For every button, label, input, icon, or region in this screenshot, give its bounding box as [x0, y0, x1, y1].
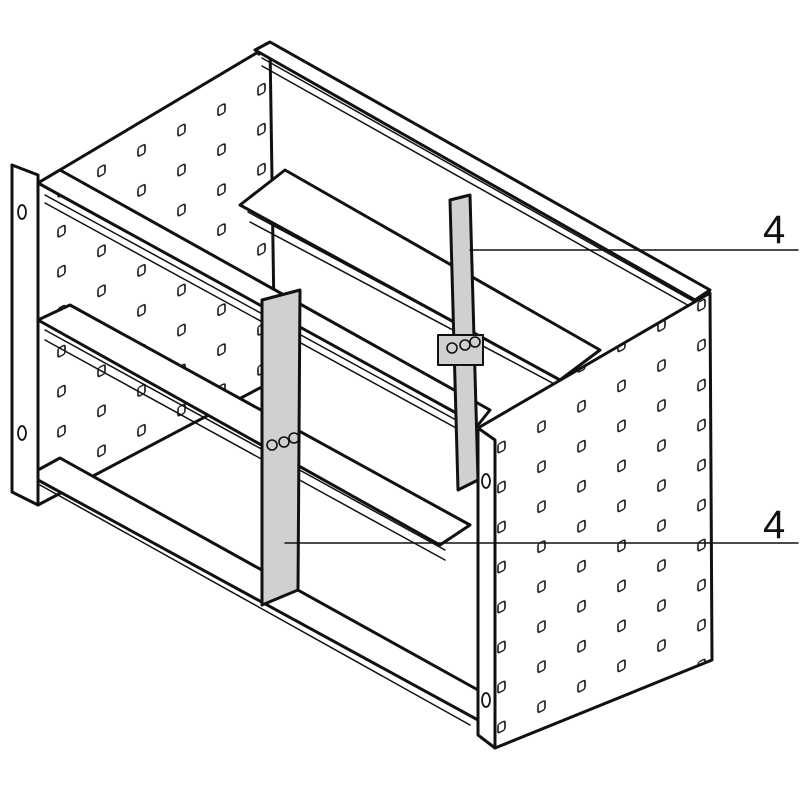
callout-label: 4 — [763, 208, 786, 252]
bottom-left-rail — [36, 303, 472, 561]
rear-guide-rail-upright — [437, 193, 484, 492]
left-front-flange — [10, 163, 40, 507]
right-side-panel — [476, 291, 714, 750]
top-front-rail — [36, 168, 492, 441]
callout-label: 4 — [763, 503, 786, 547]
top-rear-rail — [253, 40, 712, 313]
right-front-flange — [476, 426, 497, 750]
front-guide-rail-upright — [260, 288, 302, 607]
